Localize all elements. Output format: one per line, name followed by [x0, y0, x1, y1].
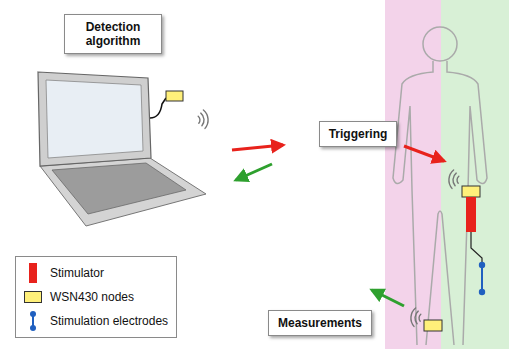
legend-swatch-holder [22, 291, 44, 303]
legend-entry: Stimulator [22, 261, 168, 285]
legend-box: StimulatorWSN430 nodesStimulation electr… [15, 256, 177, 338]
box-label: Triggering [329, 127, 388, 141]
measure-arrow [372, 290, 404, 306]
legend-label: WSN430 nodes [50, 290, 134, 304]
legend-entry: WSN430 nodes [22, 285, 168, 309]
algorithm-box: Detection algorithm [64, 14, 162, 55]
node-swatch [24, 291, 42, 303]
stimulator-swatch [29, 263, 37, 283]
legend-entry: Stimulation electrodes [22, 309, 168, 333]
legend-label: Stimulation electrodes [50, 314, 168, 328]
box-label: Measurements [278, 316, 362, 330]
trigger-arrow [404, 146, 444, 161]
right-band [441, 0, 509, 349]
legend-swatch-holder [22, 310, 44, 332]
measurements-box: Measurements [268, 310, 372, 336]
legend-swatch-holder [22, 263, 44, 283]
electrode-symbol [27, 310, 39, 332]
body-silhouette [393, 27, 487, 345]
legend-label: Stimulator [50, 266, 104, 280]
laptop [38, 72, 208, 226]
sensor-node [424, 320, 442, 331]
trigger-arrow [232, 145, 283, 150]
stimulator-set [462, 186, 485, 295]
box-label: Detection algorithm [74, 20, 152, 49]
measure-arrow [236, 164, 272, 180]
triggering-box: Triggering [319, 121, 398, 147]
